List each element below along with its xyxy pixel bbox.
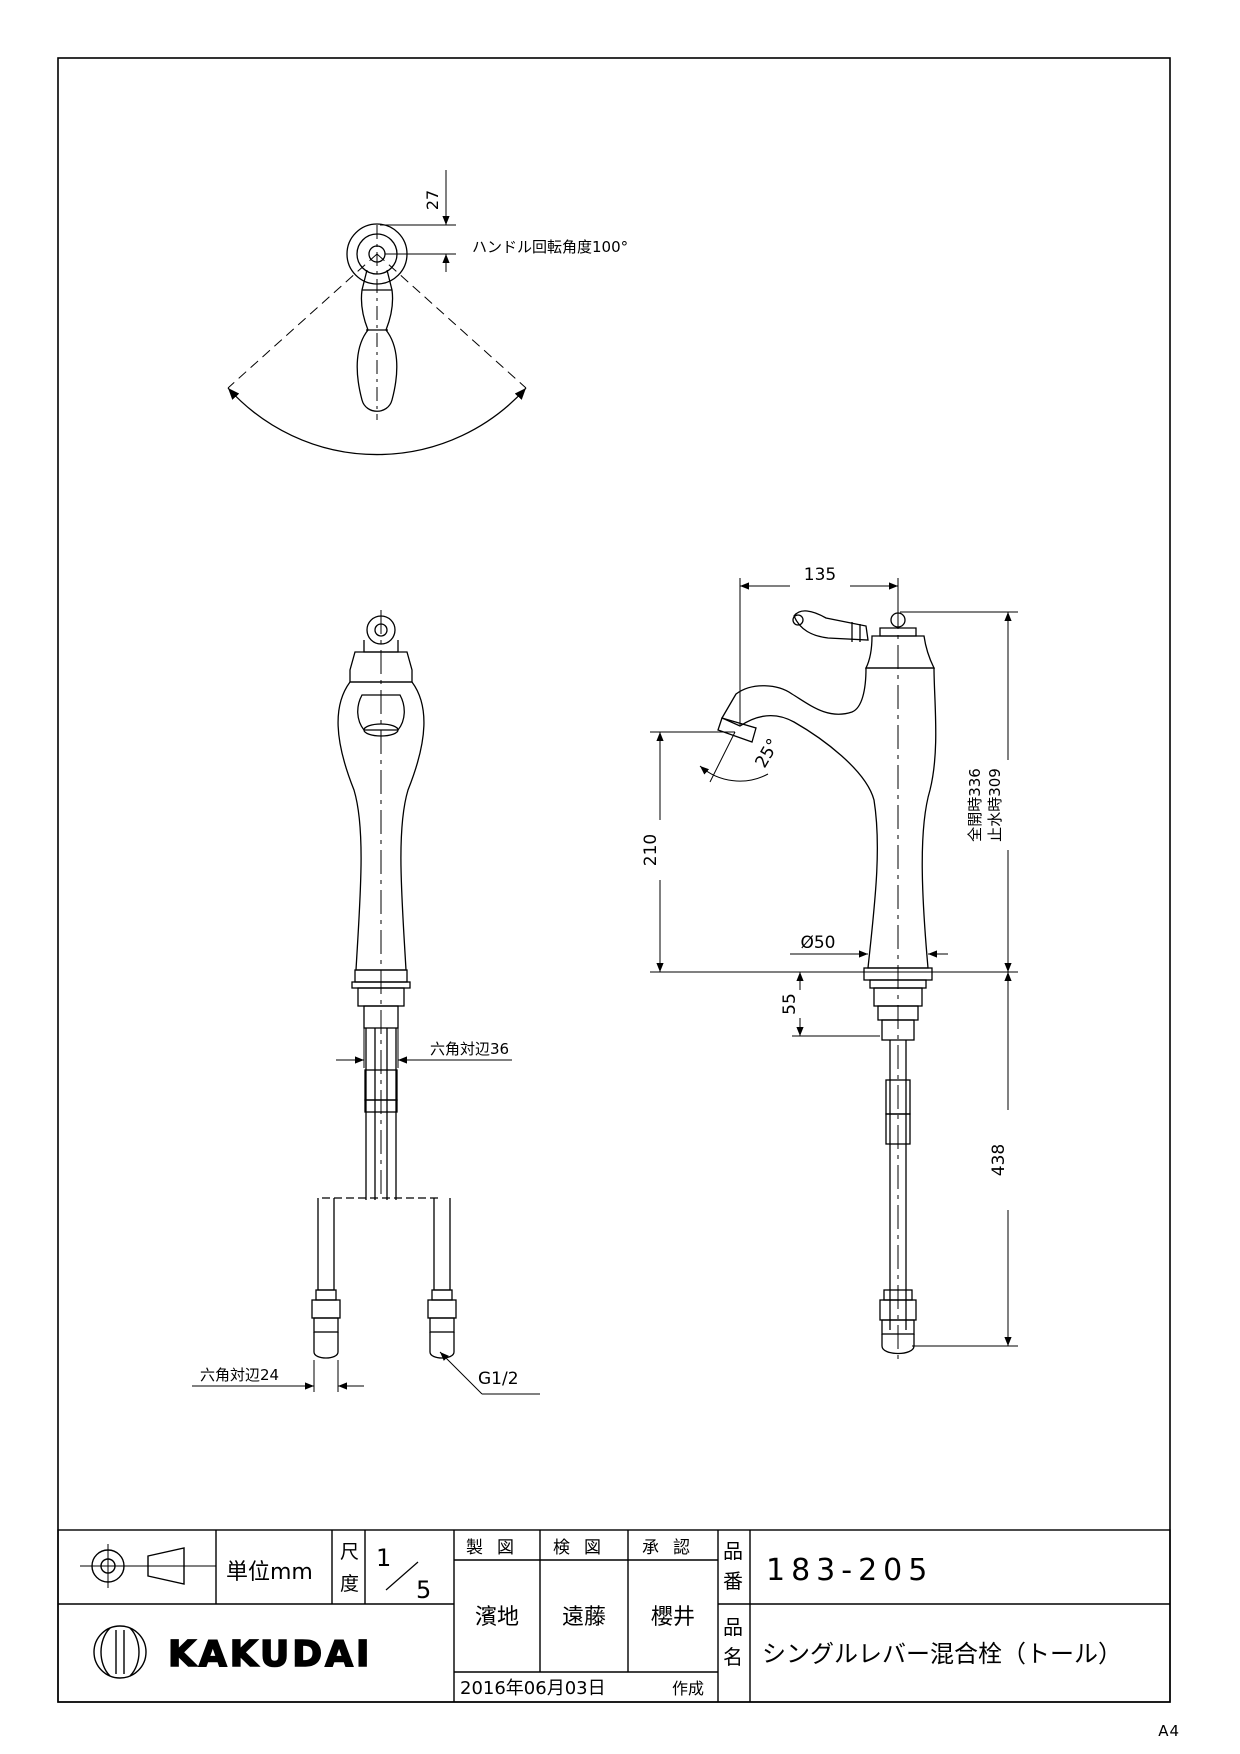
dim-438-label: 438 bbox=[989, 1144, 1009, 1176]
dim-55-label: 55 bbox=[780, 993, 800, 1015]
dim-135-label: 135 bbox=[804, 565, 836, 585]
checked-by: 遠藤 bbox=[562, 1605, 606, 1630]
unit-label: 単位mm bbox=[226, 1560, 313, 1585]
sheet-size: A4 bbox=[1158, 1722, 1180, 1740]
part-name-label-1: 品 bbox=[723, 1615, 743, 1639]
part-no-label-1: 品 bbox=[723, 1539, 743, 1563]
scale-numerator: 1 bbox=[376, 1544, 391, 1572]
title-block bbox=[57, 1529, 1171, 1703]
hex-36-label: 六角対辺36 bbox=[430, 1040, 509, 1058]
checked-label: 検図 bbox=[553, 1538, 615, 1558]
scale-label-2: 度 bbox=[340, 1573, 359, 1595]
dim-50-label: Ø50 bbox=[800, 933, 835, 953]
part-no-label-2: 番 bbox=[723, 1569, 743, 1593]
part-name: シングルレバー混合栓（トール） bbox=[762, 1640, 1122, 1668]
drawing-date: 2016年06月03日 bbox=[460, 1678, 606, 1699]
hex-24-label: 六角対辺24 bbox=[200, 1366, 279, 1384]
created-label: 作成 bbox=[672, 1679, 704, 1698]
approved-by: 櫻井 bbox=[651, 1605, 695, 1630]
part-number: 183-205 bbox=[766, 1553, 933, 1588]
drawn-by: 濱地 bbox=[475, 1605, 519, 1630]
sheet-border bbox=[57, 57, 1171, 1703]
front-view bbox=[192, 610, 540, 1395]
scale-denominator: 5 bbox=[416, 1576, 431, 1604]
dim-27-label: 27 bbox=[423, 190, 442, 210]
drawn-label: 製図 bbox=[466, 1538, 528, 1558]
thread-label: G1/2 bbox=[478, 1369, 519, 1389]
dim-309-label: 止水時309 bbox=[986, 768, 1004, 842]
dim-210-label: 210 bbox=[641, 834, 661, 866]
company-name: KAKUDAI bbox=[168, 1634, 372, 1675]
side-view bbox=[650, 578, 1018, 1360]
scale-label-1: 尺 bbox=[340, 1541, 359, 1563]
dim-25deg-label: 25° bbox=[751, 735, 783, 771]
dim-336-label: 全開時336 bbox=[966, 768, 984, 842]
handle-rotation-label: ハンドル回転角度100° bbox=[472, 238, 628, 256]
approved-label: 承認 bbox=[642, 1538, 704, 1558]
part-name-label-2: 名 bbox=[723, 1645, 743, 1669]
top-view bbox=[227, 170, 527, 456]
